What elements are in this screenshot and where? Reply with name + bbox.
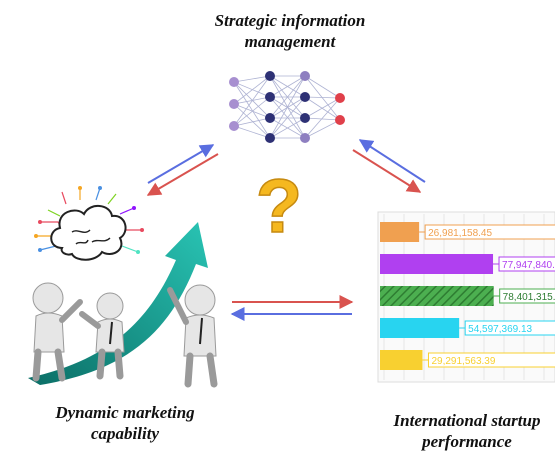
bar-chart: 26,981,158.45 77,947,840. 78,401,315. 54,59… — [377, 211, 555, 383]
chart-bar — [380, 254, 494, 274]
chart-data-label: 54,597,369.13 — [468, 324, 532, 335]
chart-bar — [380, 318, 460, 338]
chart-data-label-box — [427, 352, 555, 368]
question-mark-icon: ? — [256, 164, 302, 249]
chart-data-label-box — [498, 256, 555, 272]
top-label-line2: management — [244, 32, 336, 51]
chart-bar — [380, 350, 423, 370]
arrow-right-to-top — [358, 139, 426, 183]
international-startup-performance-label: International startup performance — [372, 410, 555, 452]
right-label-line2: performance — [422, 432, 512, 451]
left-label-line2: capability — [91, 424, 159, 443]
arrow-top-to-right — [352, 149, 422, 193]
chart-data-label-box — [424, 224, 555, 240]
chart-bar — [380, 222, 420, 242]
arrow-left-to-top — [147, 144, 215, 184]
chart-data-label: 77,947,840. — [502, 260, 555, 271]
neural-network-icon — [229, 71, 345, 143]
left-label-line1: Dynamic marketing — [55, 403, 195, 422]
chart-data-label: 78,401,315. — [503, 292, 555, 303]
chart-data-label: 26,981,158.45 — [428, 228, 492, 239]
strategic-information-management-label: Strategic information management — [170, 10, 410, 52]
chart-bar — [380, 286, 494, 306]
chart-data-label-box — [499, 288, 555, 304]
brain-cloud-icon — [34, 186, 144, 261]
arrow-top-to-left — [146, 153, 219, 196]
dynamic-marketing-capability-label: Dynamic marketing capability — [0, 402, 250, 444]
right-label-line1: International startup — [393, 411, 541, 430]
chart-data-label: 29,291,563.39 — [431, 356, 495, 367]
people-figures-illustration — [32, 282, 218, 388]
top-label-line1: Strategic information — [214, 11, 366, 30]
chart-data-label-box — [464, 320, 555, 336]
